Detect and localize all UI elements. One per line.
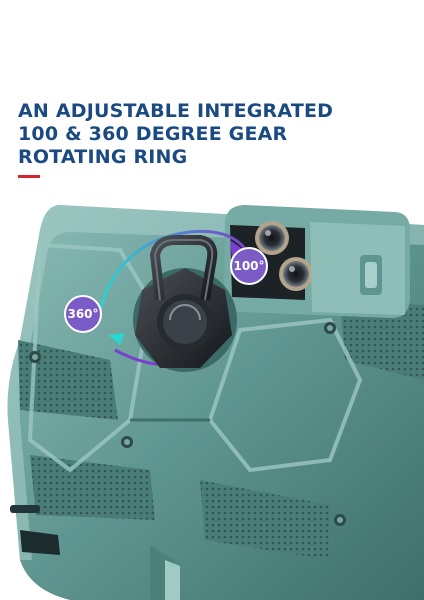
headline-line-2: 100 & 360 DEGREE GEAR [18, 123, 288, 145]
headline: AN ADJUSTABLE INTEGRATED 100 & 360 DEGRE… [18, 100, 333, 169]
badge-100: 100° [230, 247, 268, 285]
badge-100-label: 100° [233, 259, 264, 273]
headline-line-3: ROTATING RING [18, 146, 188, 168]
badge-360-label: 360° [67, 307, 98, 321]
accent-divider [18, 175, 40, 178]
badge-360: 360° [64, 295, 102, 333]
ring-holder [133, 235, 237, 372]
headline-line-1: AN ADJUSTABLE INTEGRATED [18, 100, 334, 122]
